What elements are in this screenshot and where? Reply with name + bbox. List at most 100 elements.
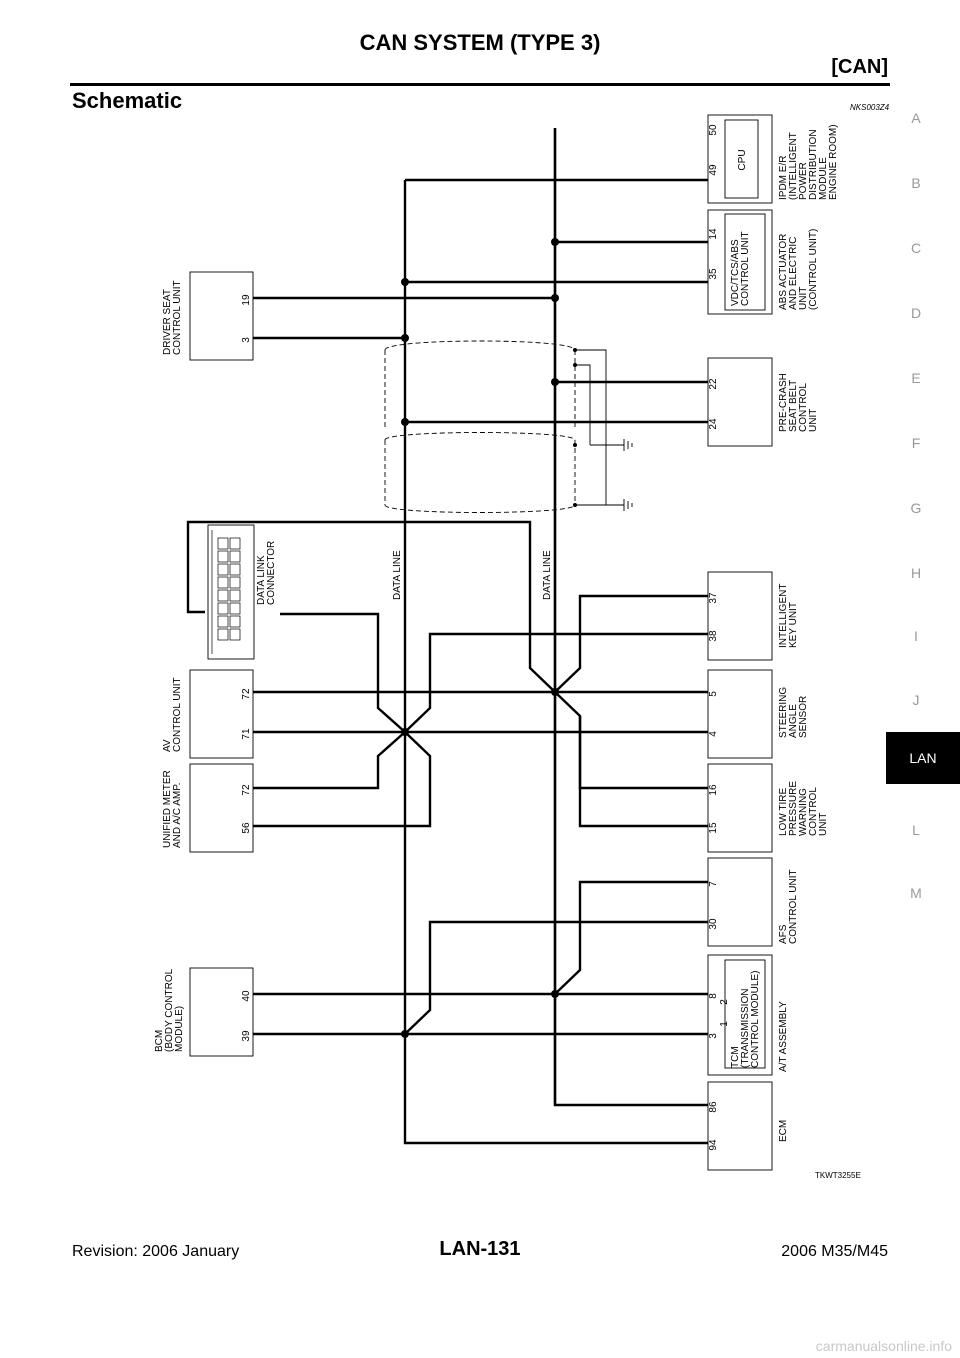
pin-abs-14: 14 bbox=[708, 228, 719, 240]
pin-precrash-22: 22 bbox=[708, 378, 719, 390]
label-abs-line-2: AND ELECTRIC bbox=[788, 237, 799, 310]
pin-afs-30: 30 bbox=[708, 918, 719, 930]
junction-dot bbox=[573, 443, 577, 447]
pin-bcm-40: 40 bbox=[241, 990, 252, 1002]
side-index-j[interactable]: J bbox=[912, 692, 920, 708]
side-index-c[interactable]: C bbox=[910, 240, 922, 256]
pin-tcm-1: 1 bbox=[719, 1021, 730, 1027]
footer-page-number: LAN-131 bbox=[439, 1238, 521, 1260]
pin-at-8: 8 bbox=[708, 993, 719, 999]
data-link-pin bbox=[229, 576, 241, 589]
box-bcm bbox=[189, 967, 254, 1057]
side-index-a[interactable]: A bbox=[911, 110, 921, 126]
data-link-pin bbox=[229, 602, 241, 615]
label-precrash-line-4: UNIT bbox=[808, 409, 819, 432]
label-precrash-line-3: CONTROL bbox=[798, 383, 809, 432]
box-at-assembly bbox=[707, 954, 773, 1076]
pin-bcm-39: 39 bbox=[241, 1030, 252, 1042]
can-wires bbox=[186, 128, 708, 1145]
data-link-pin bbox=[217, 589, 229, 602]
page-header-section: [CAN] bbox=[831, 56, 888, 78]
label-steering-line-1: STEERING bbox=[778, 687, 789, 738]
junction-dot bbox=[573, 348, 577, 352]
label-precrash-line-1: PRE-CRASH bbox=[778, 373, 789, 432]
side-index-lan[interactable]: LAN bbox=[886, 732, 960, 784]
box-abs-inner bbox=[724, 213, 766, 311]
side-index-e[interactable]: E bbox=[911, 370, 921, 386]
figure-code: TKWT3255E bbox=[815, 1171, 861, 1180]
label-abs-line-1: ABS ACTUATOR bbox=[778, 234, 789, 310]
data-link-pin bbox=[229, 615, 241, 628]
wire-ikey37 bbox=[554, 594, 708, 693]
label-bcm-line-1: BCM bbox=[154, 1030, 165, 1052]
label-tire-line-3: WARNING bbox=[798, 788, 809, 836]
pin-ecm-94: 94 bbox=[708, 1139, 719, 1151]
section-title: Schematic bbox=[72, 88, 183, 113]
box-ikey bbox=[707, 571, 773, 661]
side-index-b[interactable]: B bbox=[911, 175, 921, 191]
junction-dot bbox=[401, 728, 409, 736]
label-ikey-line-2: KEY UNIT bbox=[788, 602, 799, 648]
side-index-h[interactable]: H bbox=[910, 565, 922, 581]
side-index-d[interactable]: D bbox=[910, 305, 922, 321]
pin-tire-15: 15 bbox=[708, 822, 719, 834]
label-tire-line-2: PRESSURE bbox=[788, 781, 799, 836]
shield-drain-1 bbox=[575, 349, 607, 505]
label-abs-line-3: UNIT bbox=[798, 287, 809, 310]
label-afs-line-2: CONTROL UNIT bbox=[788, 869, 799, 944]
pin-av-71: 71 bbox=[241, 728, 252, 740]
junction-dot bbox=[401, 334, 409, 342]
data-link-pin bbox=[217, 563, 229, 576]
label-meter-line-1: UNIFIED METER bbox=[162, 770, 173, 848]
junction-dot bbox=[551, 688, 559, 696]
shield-2-top bbox=[384, 432, 576, 441]
pin-tire-16: 16 bbox=[708, 784, 719, 796]
data-link-pin bbox=[229, 563, 241, 576]
unit-boxes bbox=[189, 114, 773, 1171]
label-steering-line-3: SENSOR bbox=[798, 696, 809, 738]
junction-dot bbox=[551, 238, 559, 246]
data-link-pin bbox=[217, 550, 229, 563]
label-data-line-a: DATA LINE bbox=[392, 550, 403, 600]
label-tire-line-4: CONTROL bbox=[808, 787, 819, 836]
wire-afs-30 bbox=[404, 920, 708, 1035]
side-index-f[interactable]: F bbox=[911, 435, 921, 451]
label-tcm-line-3: CONTROL MODULE) bbox=[750, 971, 761, 1068]
section-code: NKS003Z4 bbox=[850, 103, 890, 112]
data-link-pin bbox=[229, 550, 241, 563]
data-link-pin bbox=[217, 537, 229, 550]
label-steering-line-2: ANGLE bbox=[788, 704, 799, 738]
side-index-i[interactable]: I bbox=[914, 628, 918, 644]
pin-at-3: 3 bbox=[708, 1033, 719, 1039]
label-driver-seat-line-1: DRIVER SEAT bbox=[162, 289, 173, 355]
box-afs bbox=[707, 857, 773, 947]
pin-afs-7: 7 bbox=[708, 881, 719, 887]
data-link-pin bbox=[229, 537, 241, 550]
data-link-pin bbox=[217, 615, 229, 628]
label-tcm-line-2: (TRANSMISSION bbox=[740, 989, 751, 1068]
side-index-m[interactable]: M bbox=[910, 885, 922, 901]
label-av-line-2: CONTROL UNIT bbox=[172, 677, 183, 752]
side-index-l[interactable]: L bbox=[912, 822, 920, 838]
label-bcm-line-3: MODULE) bbox=[174, 1006, 185, 1052]
junction-dots bbox=[401, 238, 577, 1038]
box-abs bbox=[707, 209, 773, 315]
junction-dot bbox=[401, 278, 409, 286]
junction-dot bbox=[551, 378, 559, 386]
side-index-g[interactable]: G bbox=[910, 500, 922, 516]
header-divider bbox=[70, 83, 890, 86]
data-link-pin bbox=[217, 602, 229, 615]
data-link-pin bbox=[217, 576, 229, 589]
label-av-line-1: AV bbox=[162, 739, 173, 752]
pin-driver-seat-3: 3 bbox=[241, 337, 252, 343]
label-afs-line-1: AFS bbox=[778, 924, 789, 944]
box-ipdm-cpu bbox=[724, 119, 759, 199]
pin-ecm-86: 86 bbox=[708, 1101, 719, 1113]
pin-av-72: 72 bbox=[241, 688, 252, 700]
box-av-control bbox=[189, 669, 254, 759]
label-at-assembly-line-1: A/T ASSEMBLY bbox=[778, 1001, 789, 1072]
label-ipdm-line-3: POWER bbox=[798, 162, 809, 200]
label-abs-inner-line-1: VDC/TCS/ABS bbox=[730, 239, 741, 306]
label-ikey-line-1: INTELLIGENT bbox=[778, 584, 789, 648]
